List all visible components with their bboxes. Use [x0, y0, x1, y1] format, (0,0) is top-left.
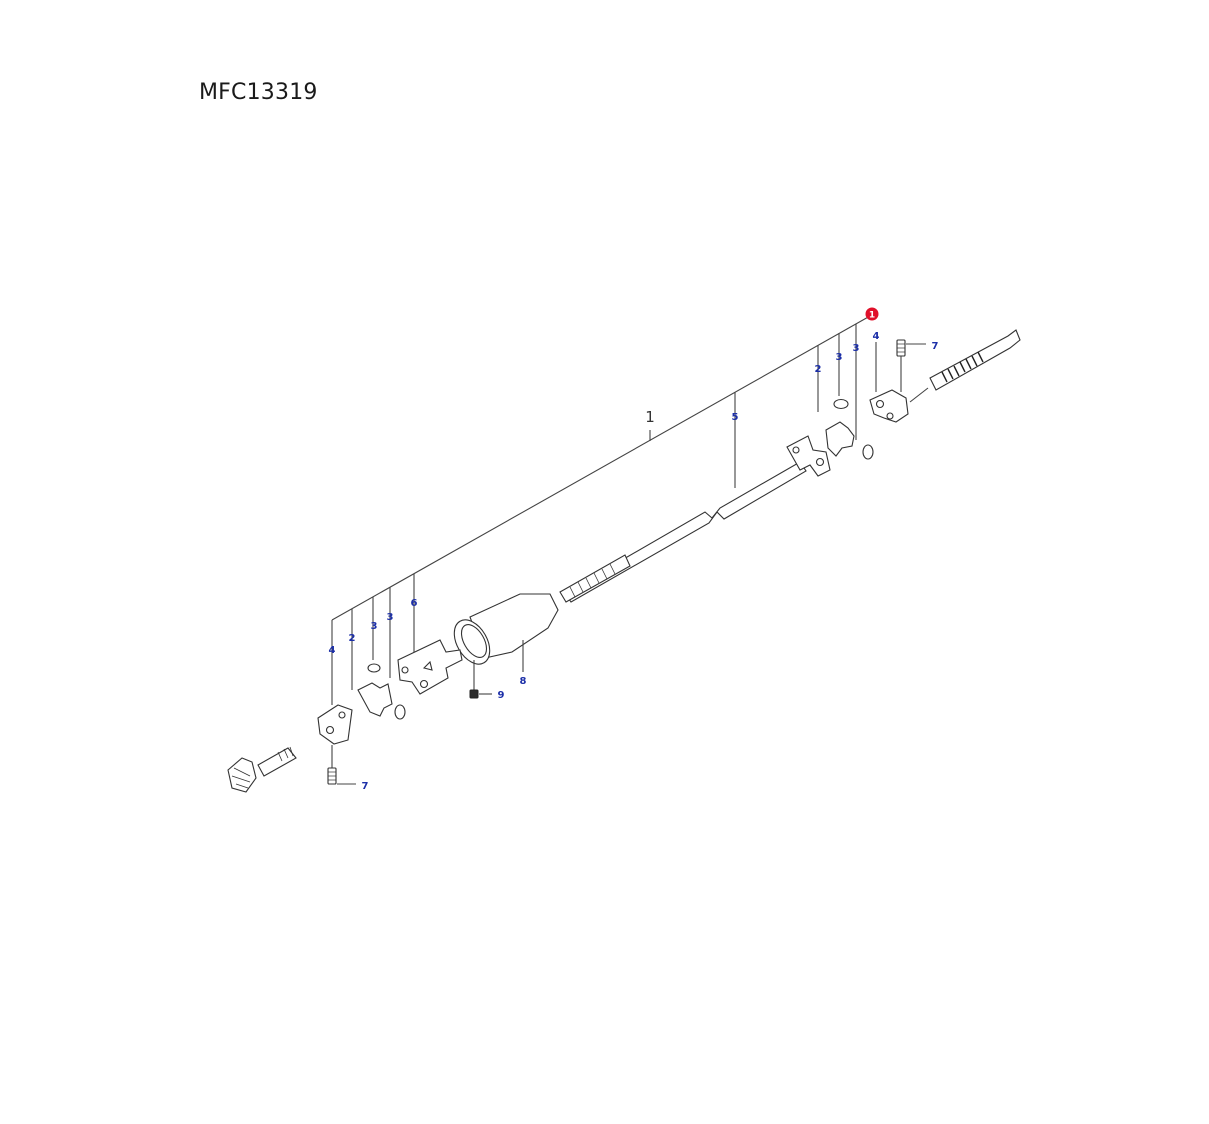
boot-guard-part	[453, 593, 559, 672]
callout-9: 9	[498, 690, 505, 701]
page-title: MFC13319	[199, 80, 318, 105]
bolt-7-right-part	[896, 339, 926, 392]
callout-labels: 1 2 3 3 4 7 5 4 2 3 3 6 8 9 7	[329, 331, 939, 792]
slip-yoke-part	[397, 639, 463, 695]
bolt-7-left-part	[327, 745, 356, 785]
callout-1: 1	[645, 408, 655, 426]
callout-3-left-b: 3	[387, 612, 394, 623]
callout-2-right: 2	[815, 364, 822, 375]
callout-3-left-a: 3	[371, 621, 378, 632]
callout-7-right: 7	[932, 341, 939, 352]
callout-4-right: 4	[873, 331, 880, 342]
left-yoke-part	[317, 704, 353, 745]
pinion-gear-part	[227, 746, 297, 793]
callout-8: 8	[520, 676, 527, 687]
assembly-marker[interactable]: 1	[865, 307, 879, 321]
shaft-part	[559, 435, 831, 603]
assembly-bracket	[331, 315, 877, 705]
right-yoke-part	[869, 387, 929, 423]
callout-2-left: 2	[349, 633, 356, 644]
callout-4-left: 4	[329, 645, 336, 656]
callout-3-right-a: 3	[836, 352, 843, 363]
callout-6: 6	[411, 598, 418, 609]
output-shaft-part	[929, 329, 1021, 391]
bolt-9-part	[469, 660, 492, 699]
callout-5: 5	[732, 412, 739, 423]
callout-3-right-b: 3	[853, 343, 860, 354]
svg-text:1: 1	[869, 311, 875, 321]
right-cross-part	[825, 398, 874, 460]
left-cross-part	[357, 663, 406, 720]
callout-7-left: 7	[362, 781, 369, 792]
